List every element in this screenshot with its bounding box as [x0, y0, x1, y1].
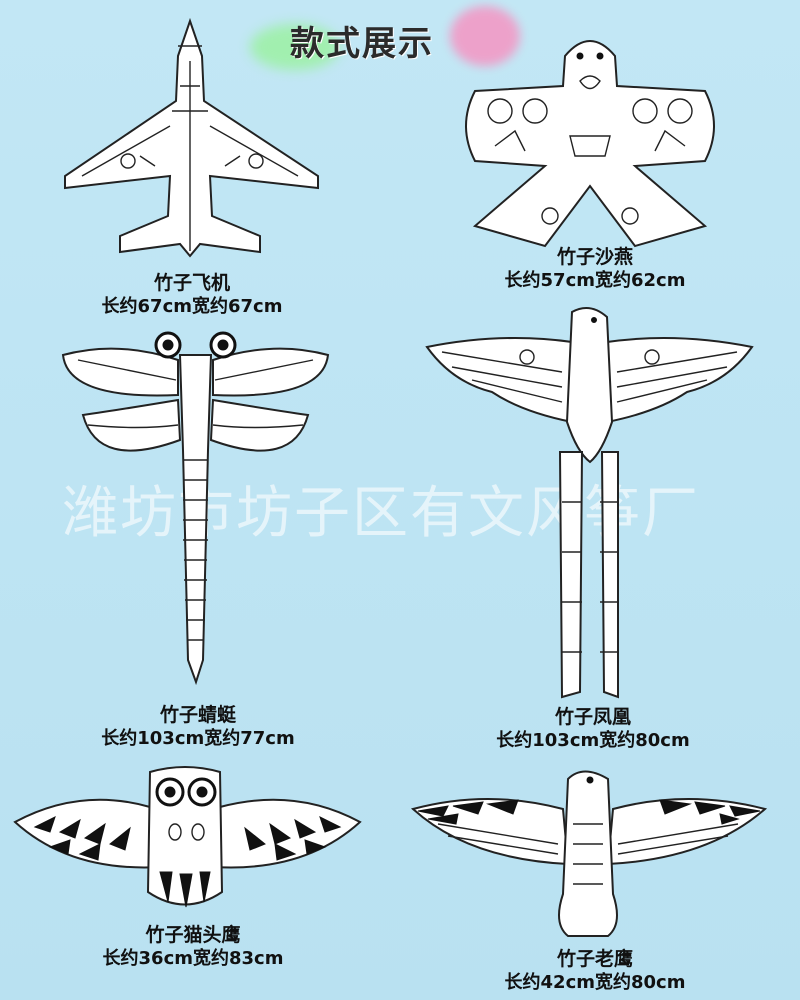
product-size: 长约57cm宽约62cm: [504, 270, 686, 291]
section-header: 款式展示: [250, 6, 530, 70]
product-name: 竹子飞机: [153, 272, 230, 294]
airplane-kite-icon: [60, 16, 325, 261]
product-size: 长约67cm宽约67cm: [101, 296, 283, 317]
product-name: 竹子猫头鹰: [145, 924, 241, 946]
swallow-caption: 竹子沙燕 长约57cm宽约62cm: [495, 246, 695, 292]
green-decoration: [250, 24, 340, 70]
pink-decoration: [450, 6, 520, 66]
watermark-text: 潍坊市坊子区有文风筝厂: [62, 481, 700, 546]
eagle-caption: 竹子老鹰 长约42cm宽约80cm: [490, 948, 700, 994]
dragonfly-kite-icon: [58, 330, 333, 690]
product-name: 竹子蜻蜓: [159, 704, 236, 726]
owl-caption: 竹子猫头鹰 长约36cm宽约83cm: [88, 924, 298, 970]
swallow-kite-icon: [455, 26, 725, 256]
product-size: 长约103cm宽约77cm: [101, 728, 295, 749]
phoenix-caption: 竹子凤凰 长约103cm宽约80cm: [488, 706, 698, 752]
phoenix-kite-icon: [422, 302, 757, 702]
section-title: 款式展示: [290, 24, 434, 64]
product-size: 长约36cm宽约83cm: [102, 948, 284, 969]
eagle-kite-icon: [408, 764, 770, 944]
product-name: 竹子凤凰: [554, 706, 631, 728]
product-size: 长约103cm宽约80cm: [496, 730, 690, 751]
owl-kite-icon: [10, 762, 365, 922]
product-size: 长约42cm宽约80cm: [504, 972, 686, 993]
product-name: 竹子老鹰: [556, 948, 633, 970]
airplane-caption: 竹子飞机 长约67cm宽约67cm: [92, 272, 292, 318]
dragonfly-caption: 竹子蜻蜓 长约103cm宽约77cm: [93, 704, 303, 750]
product-name: 竹子沙燕: [556, 246, 633, 268]
